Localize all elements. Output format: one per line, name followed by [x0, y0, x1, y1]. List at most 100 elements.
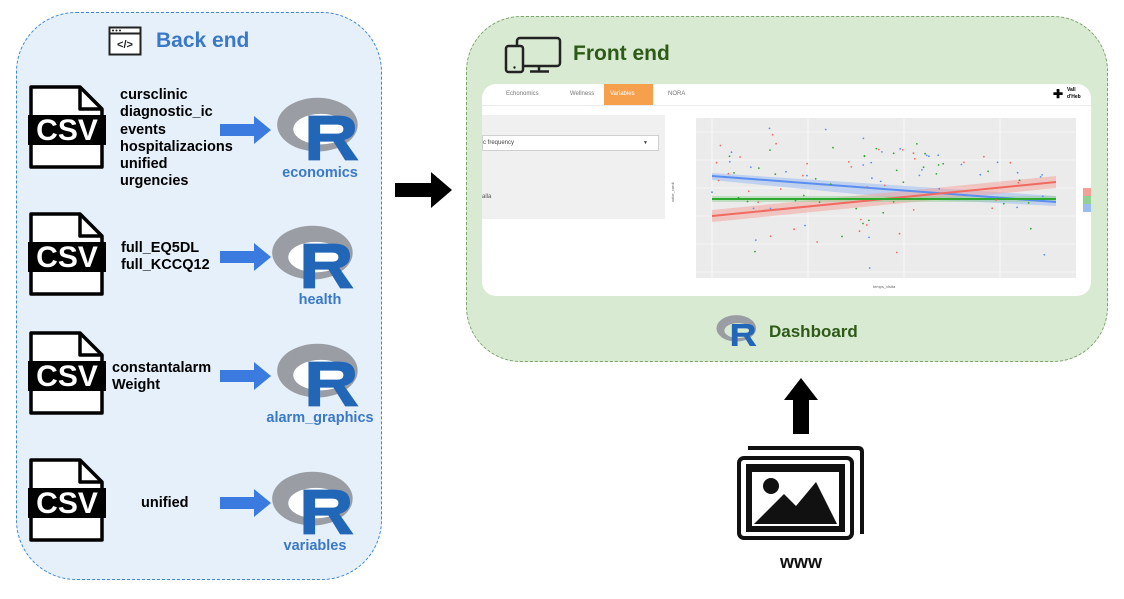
scatter-point	[804, 224, 806, 227]
dataset-list: constantalarm Weight	[112, 360, 212, 394]
scatter-point	[824, 128, 827, 131]
arrow-right-icon	[395, 172, 452, 208]
scatter-point	[979, 173, 982, 176]
svg-text:CSV: CSV	[36, 487, 98, 520]
scatter-point	[859, 218, 862, 221]
csv-file-icon: CSV	[28, 331, 106, 415]
y-axis-label: valor_cardi	[670, 182, 675, 202]
scatter-point	[855, 207, 858, 210]
scatter-point	[715, 161, 718, 164]
scatter-point	[957, 194, 960, 196]
frontend-title: Front end	[573, 42, 670, 65]
scatter-point	[737, 196, 740, 199]
www-label: www	[779, 552, 822, 572]
scatter-point	[938, 187, 941, 190]
scatter-point	[937, 164, 940, 166]
scatter-point	[991, 207, 994, 210]
dataset-list: unified	[141, 495, 189, 511]
scatter-point	[895, 251, 898, 254]
scatter-point	[801, 174, 804, 177]
scatter-point	[779, 188, 782, 190]
scatter-point	[757, 201, 759, 204]
scatter-point	[1041, 174, 1043, 176]
scatter-point	[818, 201, 821, 204]
scatter-point	[866, 186, 869, 188]
scatter-point	[892, 152, 895, 155]
scatter-point	[902, 181, 905, 184]
scatter-point	[868, 219, 870, 222]
scatter-point	[754, 239, 757, 241]
scatter-point	[983, 155, 985, 158]
variable-select[interactable]: c frequency ▼	[482, 135, 659, 151]
scatter-point	[752, 207, 755, 210]
r-logo-icon	[277, 343, 359, 407]
scatter-point	[899, 147, 902, 150]
scatter-point	[847, 161, 850, 163]
scatter-point	[719, 144, 722, 147]
csv-file-icon: CSV	[28, 212, 106, 296]
scatter-point	[793, 228, 795, 231]
dashboard-label: Dashboard	[769, 322, 858, 341]
r-logo-icon	[272, 471, 354, 535]
r-module-label: economics	[282, 165, 358, 181]
scatter-point	[806, 174, 808, 177]
arrow-right-icon	[220, 243, 271, 271]
scatter-point	[916, 143, 918, 145]
backend-title: Back end	[156, 29, 250, 52]
scatter-point	[728, 155, 731, 158]
scatter-point	[711, 191, 713, 194]
scatter-point	[754, 250, 756, 253]
scatter-point	[1016, 206, 1018, 209]
control-label: alla	[482, 194, 492, 200]
scatter-point	[863, 154, 866, 157]
scatter-point	[1016, 171, 1019, 174]
scatter-point	[881, 151, 883, 153]
scatter-point	[747, 190, 750, 193]
scatter-point	[895, 169, 898, 172]
tab-wellness[interactable]: Wellness	[570, 91, 595, 97]
arrow-right-icon	[220, 362, 271, 390]
scatter-point	[924, 152, 926, 155]
arrow-right-icon	[220, 116, 271, 144]
r-module-label: variables	[283, 538, 347, 554]
scatter-point	[898, 232, 901, 235]
scatter-point	[862, 137, 865, 140]
scatter-point	[960, 163, 963, 166]
scatter-point	[921, 169, 923, 171]
scatter-point	[728, 160, 731, 163]
scatter-point	[774, 173, 777, 176]
chevron-down-icon: ▼	[643, 140, 648, 146]
brand-label: d'Heb	[1067, 94, 1081, 100]
scatter-point	[771, 133, 774, 136]
scatter-point	[913, 157, 916, 160]
scatter-point	[928, 155, 930, 158]
r-module-label: alarm_graphics	[266, 410, 374, 426]
image-icon	[737, 446, 864, 540]
dataset-list: full_EQ5DL full_KCCQ12	[121, 240, 210, 274]
svg-text:</>: </>	[117, 39, 133, 51]
r-logo-icon	[716, 315, 757, 346]
tab-nora[interactable]: NORA	[668, 91, 686, 97]
variable-select-value: c frequency	[483, 140, 515, 146]
dashboard-navbar: Echonomics Wellness Variables NORA ✚ Val…	[482, 84, 1091, 106]
scatter-point	[749, 166, 752, 168]
scatter-point	[1009, 161, 1012, 164]
scatter-point	[1041, 195, 1044, 198]
scatter-point	[829, 183, 832, 185]
dashboard-screenshot: Echonomics Wellness Variables NORA ✚ Val…	[482, 84, 1091, 296]
scatter-point	[858, 230, 861, 233]
r-module-label: health	[298, 292, 342, 308]
scatter-point	[832, 146, 834, 149]
tab-variables[interactable]: Variables	[604, 84, 653, 105]
scatter-point	[850, 166, 853, 168]
scatter-point	[769, 207, 772, 210]
scatter-point	[862, 164, 865, 166]
scatter-point	[794, 199, 797, 202]
tab-echonomics[interactable]: Echonomics	[506, 91, 539, 97]
scatter-point	[996, 161, 999, 164]
scatter-point	[1039, 176, 1042, 178]
scatter-point	[879, 180, 882, 183]
scatter-point	[868, 267, 871, 269]
scatter-point	[922, 166, 925, 169]
scatter-point	[841, 235, 843, 238]
